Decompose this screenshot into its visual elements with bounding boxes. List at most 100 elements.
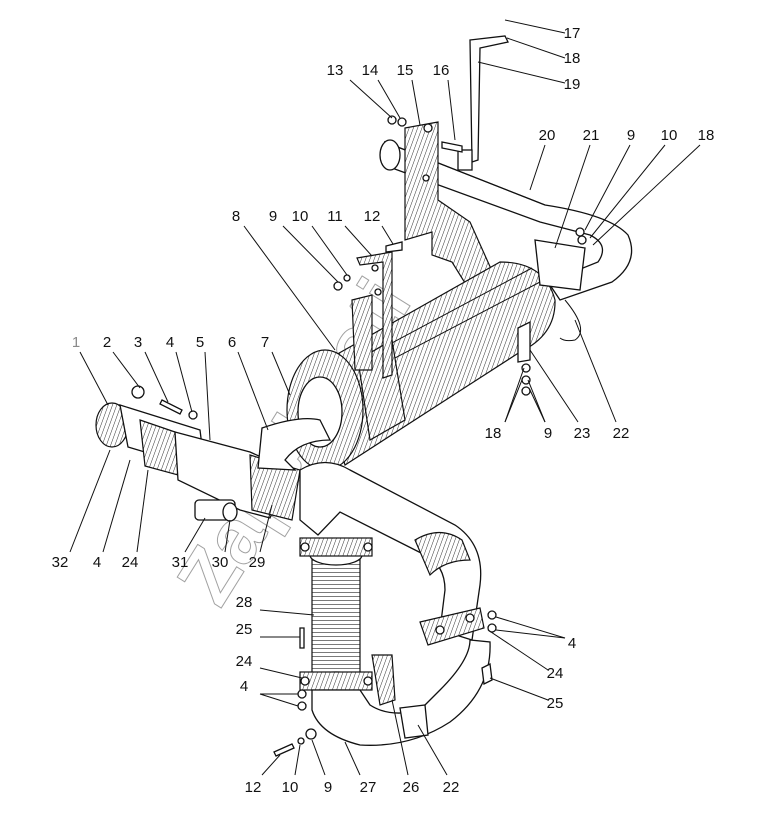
intake-pipe bbox=[95, 402, 301, 522]
callout-label-1: 1 bbox=[72, 334, 80, 351]
callout-label-9: 9 bbox=[324, 779, 332, 796]
hanger-strap bbox=[457, 35, 509, 171]
callout-label-24: 24 bbox=[236, 653, 253, 670]
rear-clamp bbox=[517, 239, 586, 363]
leader-line-9 bbox=[282, 225, 339, 283]
callout-label-4: 4 bbox=[240, 678, 248, 695]
leader-line-24 bbox=[487, 629, 549, 671]
callout-label-24: 24 bbox=[547, 665, 564, 682]
leader-line-branch bbox=[504, 367, 525, 423]
callout-label-23: 23 bbox=[574, 425, 591, 442]
callout-leaders bbox=[69, 19, 701, 776]
leader-line-17 bbox=[504, 19, 566, 34]
callout-label-14: 14 bbox=[362, 62, 379, 79]
leader-line-25 bbox=[489, 677, 549, 701]
leader-line-16 bbox=[447, 79, 456, 141]
leader-line-32 bbox=[69, 449, 111, 553]
callout-label-2: 2 bbox=[103, 334, 111, 351]
callout-label-19: 19 bbox=[564, 76, 581, 93]
flex-bellows bbox=[299, 537, 373, 693]
leader-line-9 bbox=[584, 144, 631, 231]
leader-line-24 bbox=[259, 667, 303, 679]
lower-elbow bbox=[311, 639, 491, 746]
leader-line-22 bbox=[574, 319, 617, 423]
muffler-clamp-bracket bbox=[351, 251, 393, 379]
leader-line-29 bbox=[259, 504, 273, 553]
callout-label-31: 31 bbox=[172, 554, 189, 571]
leader-line-11 bbox=[344, 225, 373, 257]
leader-line-14 bbox=[377, 79, 401, 119]
leader-line-1 bbox=[79, 351, 109, 406]
leader-line-23 bbox=[529, 349, 579, 423]
leader-line-21 bbox=[554, 144, 591, 249]
leader-line-5 bbox=[204, 351, 211, 441]
callout-label-25: 25 bbox=[236, 621, 253, 638]
leader-line-branch bbox=[495, 629, 566, 639]
callout-label-9: 9 bbox=[627, 127, 635, 144]
callout-label-9: 9 bbox=[269, 208, 277, 225]
callout-label-10: 10 bbox=[292, 208, 309, 225]
callout-label-29: 29 bbox=[249, 554, 266, 571]
callout-label-4: 4 bbox=[568, 635, 576, 652]
leader-line-26 bbox=[391, 699, 409, 776]
muffler-outlet-pipe bbox=[257, 417, 332, 471]
leader-line-28 bbox=[259, 609, 315, 616]
callout-label-10: 10 bbox=[282, 779, 299, 796]
upper-tailpipe bbox=[379, 139, 633, 301]
leader-line-3 bbox=[144, 351, 169, 403]
callout-label-10: 10 bbox=[661, 127, 678, 144]
leader-line-22 bbox=[417, 724, 448, 776]
callout-label-5: 5 bbox=[196, 334, 204, 351]
callout-label-21: 21 bbox=[583, 127, 600, 144]
leader-line-10 bbox=[311, 225, 348, 276]
leader-line-18 bbox=[506, 37, 566, 59]
leader-line-12 bbox=[381, 225, 394, 245]
leader-line-8 bbox=[243, 225, 336, 351]
callout-label-30: 30 bbox=[212, 554, 229, 571]
s-pipe bbox=[299, 461, 482, 641]
leader-line-4 bbox=[102, 459, 131, 553]
leader-line-30 bbox=[224, 519, 231, 553]
leader-line-6 bbox=[237, 351, 269, 431]
leader-line-9 bbox=[311, 739, 326, 776]
callout-label-22: 22 bbox=[613, 425, 630, 442]
leader-line-18 bbox=[592, 144, 701, 246]
callout-label-27: 27 bbox=[360, 779, 377, 796]
leader-line-31 bbox=[184, 517, 206, 553]
callout-label-13: 13 bbox=[327, 62, 344, 79]
callout-label-4: 4 bbox=[166, 334, 174, 351]
callout-label-18: 18 bbox=[564, 50, 581, 67]
callout-label-18: 18 bbox=[698, 127, 715, 144]
leader-line-12 bbox=[261, 754, 281, 776]
leader-line-13 bbox=[349, 79, 393, 119]
callout-label-12: 12 bbox=[245, 779, 262, 796]
right-clamp bbox=[419, 607, 485, 646]
leader-line-24 bbox=[136, 469, 149, 553]
leader-line-2 bbox=[112, 351, 141, 389]
leader-line-7 bbox=[271, 351, 291, 396]
callout-label-15: 15 bbox=[397, 62, 414, 79]
callout-label-16: 16 bbox=[433, 62, 450, 79]
callout-label-17: 17 bbox=[564, 25, 581, 42]
callout-label-12: 12 bbox=[364, 208, 381, 225]
fasteners bbox=[131, 115, 587, 757]
leader-line-4 bbox=[495, 616, 566, 639]
callout-label-24: 24 bbox=[122, 554, 139, 571]
leader-line-branch bbox=[527, 379, 546, 423]
callout-label-8: 8 bbox=[232, 208, 240, 225]
callout-label-25: 25 bbox=[547, 695, 564, 712]
callout-label-18: 18 bbox=[485, 425, 502, 442]
callout-label-4: 4 bbox=[93, 554, 101, 571]
leader-line-4 bbox=[175, 351, 193, 413]
callout-label-11: 11 bbox=[327, 208, 343, 225]
callout-label-26: 26 bbox=[403, 779, 420, 796]
callout-label-32: 32 bbox=[52, 554, 69, 571]
leader-line-10 bbox=[589, 144, 666, 239]
callout-label-28: 28 bbox=[236, 594, 253, 611]
leader-line-10 bbox=[294, 744, 301, 776]
callout-label-20: 20 bbox=[539, 127, 556, 144]
leader-line-15 bbox=[411, 79, 421, 126]
